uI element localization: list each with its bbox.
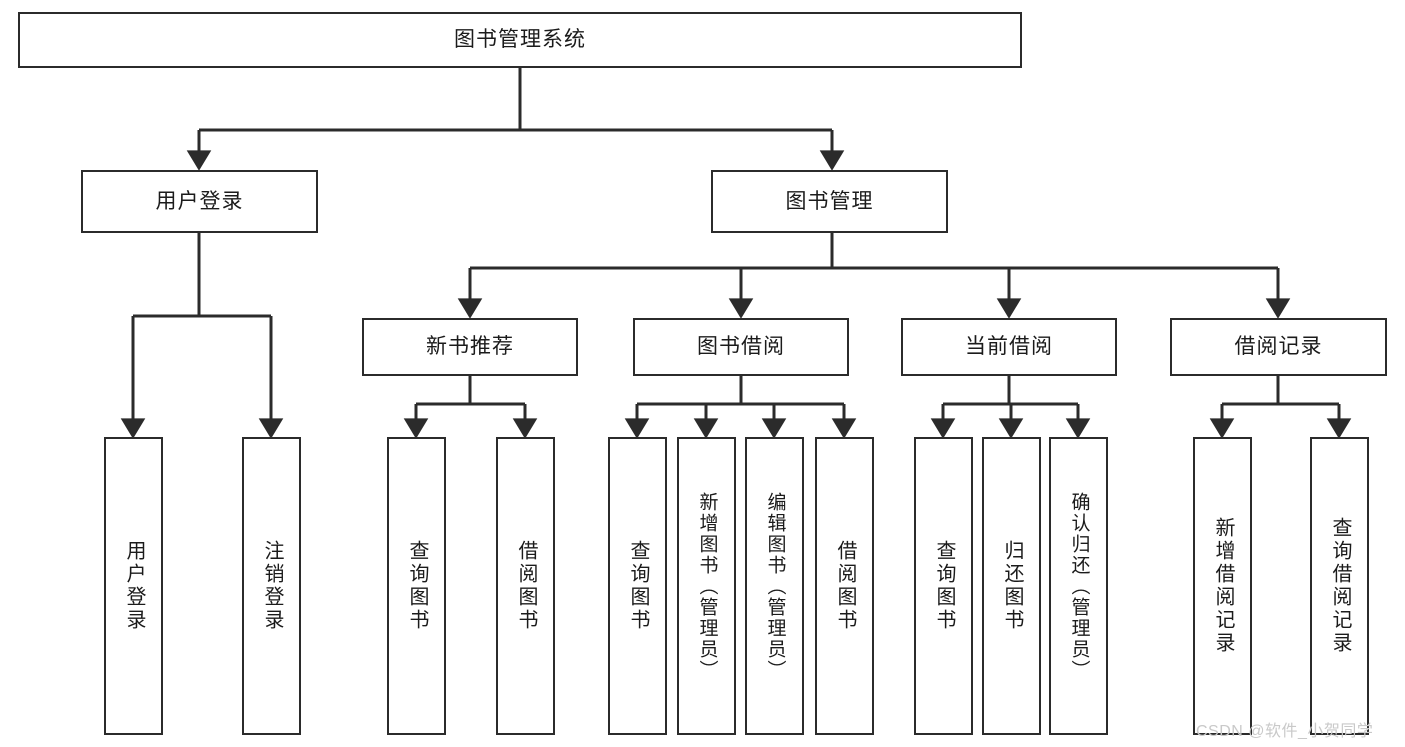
node-book-borrow[interactable]: 图书借阅 (633, 318, 849, 376)
leaf-label: 注销登录 (261, 540, 283, 632)
leaf-label: 查询图书 (933, 540, 955, 632)
leaf-user-login-logout[interactable]: 注销登录 (242, 437, 301, 735)
leaf-current-confirm-return-admin[interactable]: 确认归还（管理员） (1049, 437, 1108, 735)
leaf-borrow-query-book[interactable]: 查询图书 (608, 437, 667, 735)
leaf-record-add-record[interactable]: 新增借阅记录 (1193, 437, 1252, 735)
node-borrow-record-label: 借阅记录 (1234, 335, 1323, 359)
leaf-borrow-borrow-book[interactable]: 借阅图书 (815, 437, 874, 735)
leaf-user-login-login[interactable]: 用户登录 (104, 437, 163, 735)
node-new-book-recommend[interactable]: 新书推荐 (362, 318, 578, 376)
node-user-login[interactable]: 用户登录 (81, 170, 318, 233)
node-book-management-label: 图书管理 (785, 189, 874, 213)
leaf-current-query-book[interactable]: 查询图书 (914, 437, 973, 735)
node-borrow-record[interactable]: 借阅记录 (1170, 318, 1387, 376)
node-new-book-recommend-label: 新书推荐 (426, 335, 514, 359)
leaf-label: 查询借阅记录 (1329, 517, 1351, 655)
leaf-recommend-query-book[interactable]: 查询图书 (387, 437, 446, 735)
leaf-borrow-edit-book-admin[interactable]: 编辑图书（管理员） (745, 437, 804, 735)
node-book-borrow-label: 图书借阅 (697, 335, 785, 359)
leaf-label: 确认归还（管理员） (1068, 491, 1090, 681)
leaf-recommend-borrow-book[interactable]: 借阅图书 (496, 437, 555, 735)
leaf-label: 借阅图书 (515, 540, 537, 632)
leaf-label: 新增图书（管理员） (696, 491, 718, 681)
leaf-record-query-record[interactable]: 查询借阅记录 (1310, 437, 1369, 735)
node-root-label: 图书管理系统 (454, 28, 586, 52)
leaf-label: 新增借阅记录 (1212, 517, 1234, 655)
csdn-watermark: CSDN @软件_小贺同学 (1196, 723, 1374, 740)
leaf-label: 归还图书 (1001, 540, 1023, 632)
node-root[interactable]: 图书管理系统 (18, 12, 1022, 68)
leaf-current-return-book[interactable]: 归还图书 (982, 437, 1041, 735)
leaf-label: 用户登录 (123, 540, 145, 632)
leaf-label: 查询图书 (627, 540, 649, 632)
node-current-borrow[interactable]: 当前借阅 (901, 318, 1117, 376)
leaf-borrow-add-book-admin[interactable]: 新增图书（管理员） (677, 437, 736, 735)
node-current-borrow-label: 当前借阅 (965, 335, 1053, 359)
node-book-management[interactable]: 图书管理 (711, 170, 948, 233)
leaf-label: 编辑图书（管理员） (764, 491, 786, 681)
leaf-label: 借阅图书 (834, 540, 856, 632)
node-user-login-label: 用户登录 (155, 189, 244, 213)
leaf-label: 查询图书 (406, 540, 428, 632)
